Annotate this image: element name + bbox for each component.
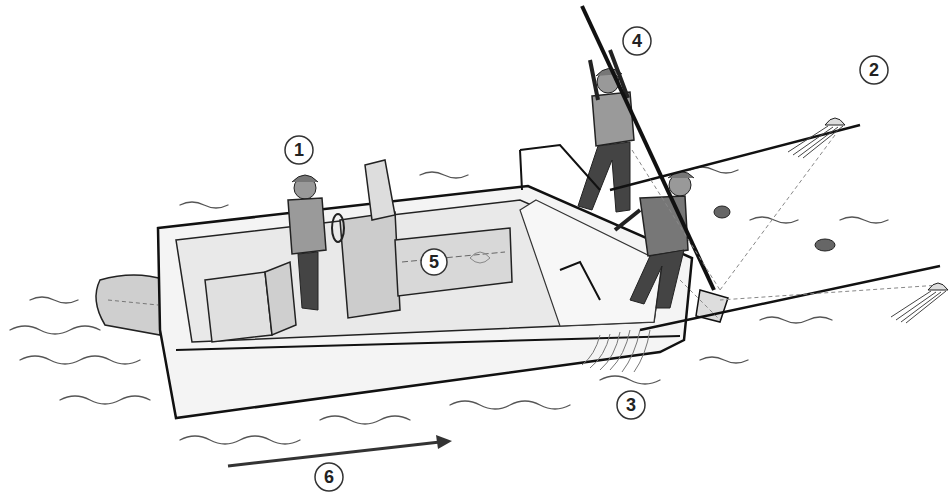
seat-and-console xyxy=(205,160,512,342)
fisherman-netter xyxy=(578,50,634,212)
callout-number: 6 xyxy=(315,463,343,491)
outboard-motor xyxy=(96,275,165,335)
fisherman-driver xyxy=(288,175,344,310)
direction-arrow xyxy=(228,435,452,466)
fisherman-bow xyxy=(615,172,694,309)
callout-number: 5 xyxy=(420,248,448,276)
stunned-fish xyxy=(714,206,835,251)
callout-number: 3 xyxy=(617,391,645,419)
poles-and-booms xyxy=(520,6,940,330)
callout-circles xyxy=(285,27,888,491)
callout-number: 2 xyxy=(860,56,888,84)
field-lines xyxy=(632,135,940,320)
boat-hull xyxy=(158,186,692,418)
electrode-arrays xyxy=(788,118,948,323)
callout-number: 4 xyxy=(623,27,651,55)
callout-number: 1 xyxy=(285,136,313,164)
